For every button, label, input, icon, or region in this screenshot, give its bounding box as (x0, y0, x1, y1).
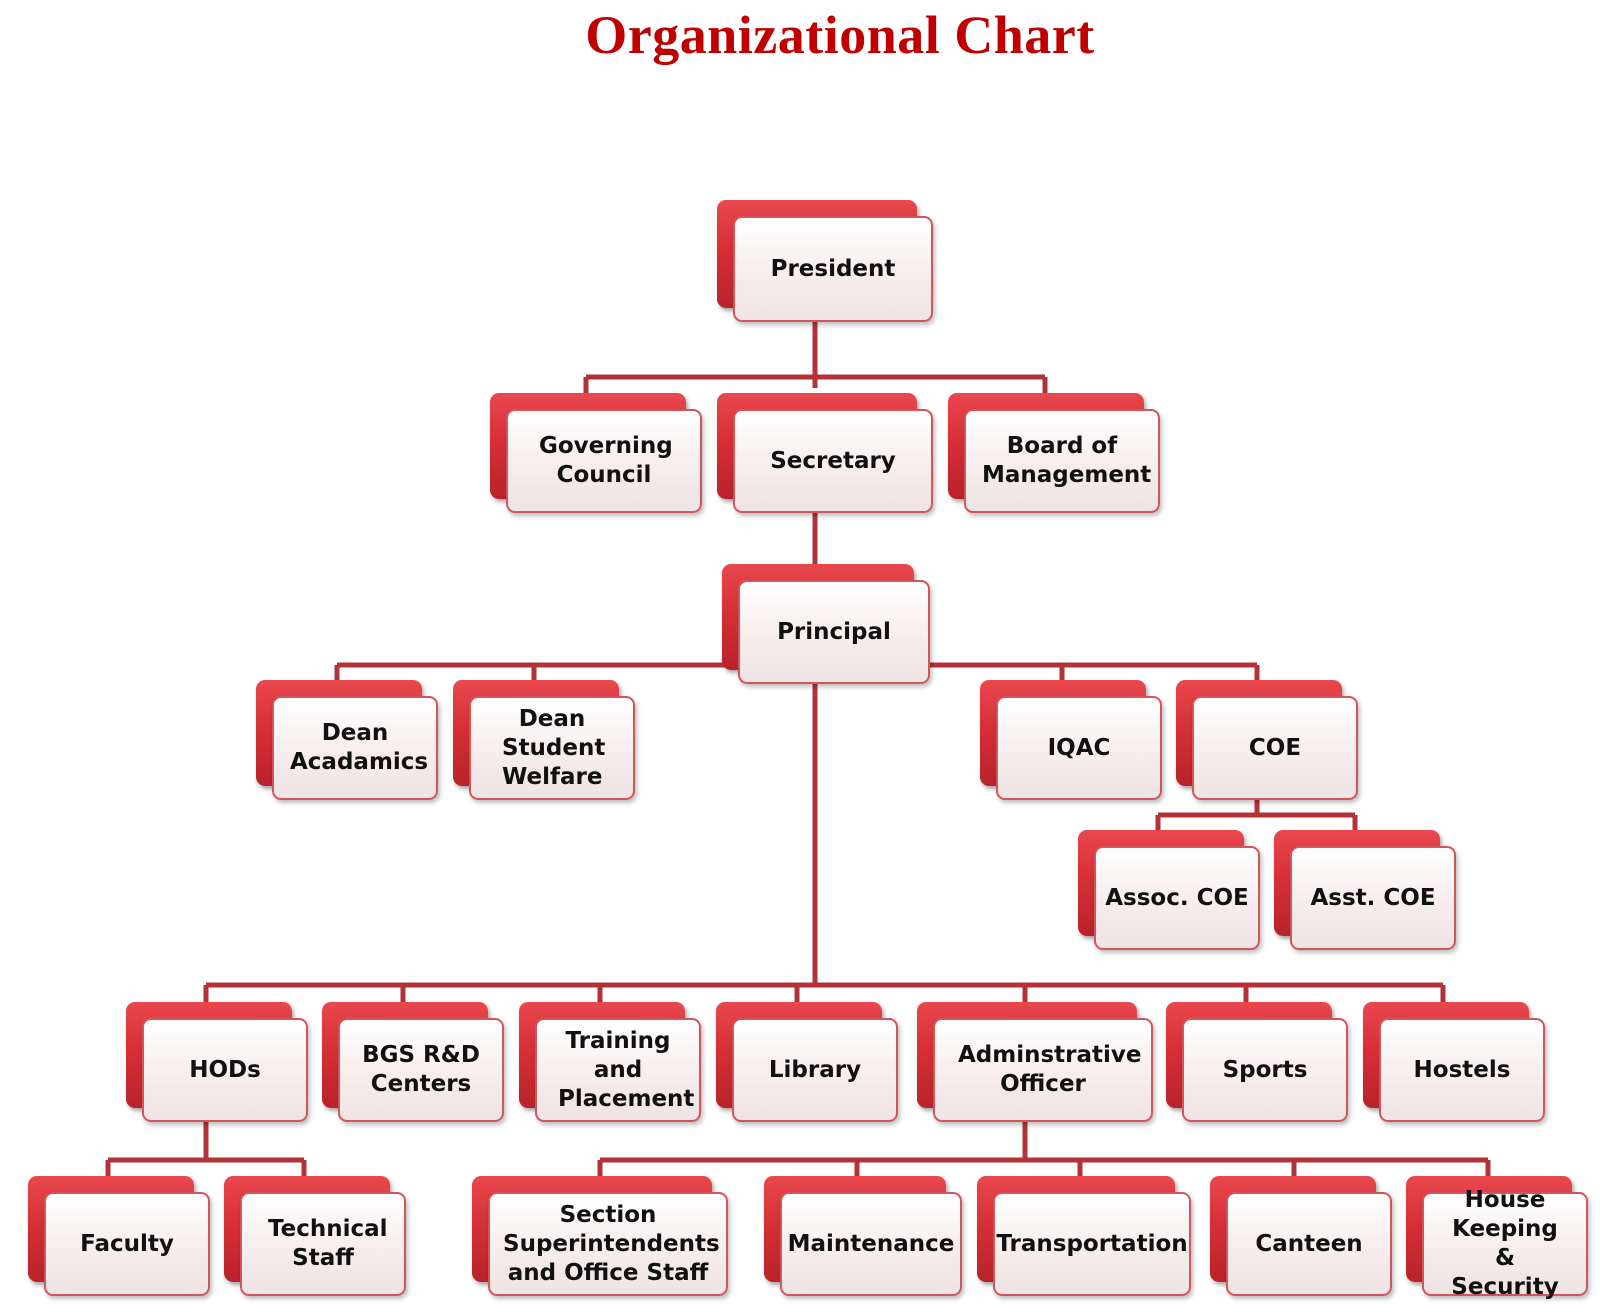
node-label: Maintenance (787, 1230, 955, 1257)
node-label: Board of Management (982, 433, 1152, 488)
node-label: Dean Student Welfare (502, 705, 606, 790)
node-label: Governing Council (539, 433, 673, 488)
node-library: Library (716, 1002, 898, 1122)
node-principal: Principal (722, 564, 930, 684)
node-box: Governing Council (506, 409, 702, 513)
node-box: Faculty (44, 1192, 210, 1296)
node-box: Library (732, 1018, 898, 1122)
node-label: Section Superintendents and Office Staff (503, 1201, 720, 1286)
node-hostels: Hostels (1363, 1002, 1545, 1122)
node-label: IQAC (1047, 734, 1111, 761)
node-box: Secretary (733, 409, 933, 513)
node-label: Assoc. COE (1105, 884, 1249, 911)
node-box: Hostels (1379, 1018, 1545, 1122)
node-label: Training and Placement (558, 1027, 695, 1112)
node-box: HODs (142, 1018, 308, 1122)
node-box: Assoc. COE (1094, 846, 1260, 950)
node-box: Training and Placement (535, 1018, 701, 1122)
node-iqac: IQAC (980, 680, 1162, 800)
node-label: BGS R&D Centers (362, 1042, 480, 1097)
node-label: Faculty (80, 1230, 174, 1257)
node-label: Sports (1222, 1056, 1308, 1083)
node-box: Canteen (1226, 1192, 1392, 1296)
node-asst-coe: Asst. COE (1274, 830, 1456, 950)
node-transportation: Transportation (977, 1176, 1191, 1296)
node-house-keeping-security: House Keeping & Security (1406, 1176, 1588, 1300)
node-label: HODs (189, 1056, 261, 1083)
node-president: President (717, 200, 933, 322)
node-box: BGS R&D Centers (338, 1018, 504, 1122)
page-title: Organizational Chart (585, 5, 1095, 65)
node-canteen: Canteen (1210, 1176, 1392, 1296)
node-label: Canteen (1255, 1230, 1363, 1257)
node-administrative-officer: Adminstrative Officer (917, 1002, 1153, 1122)
node-faculty: Faculty (28, 1176, 210, 1296)
node-section-superintendents: Section Superintendents and Office Staff (472, 1176, 728, 1296)
node-label: Adminstrative Officer (958, 1042, 1142, 1097)
node-label: Secretary (770, 447, 896, 474)
node-coe: COE (1176, 680, 1358, 800)
node-technical-staff: Technical Staff (224, 1176, 406, 1296)
node-governing-council: Governing Council (490, 393, 702, 513)
node-box: Technical Staff (240, 1192, 406, 1296)
node-label: Dean Acadamics (290, 720, 429, 775)
node-label: Transportation (996, 1230, 1188, 1257)
node-label: Technical Staff (268, 1216, 388, 1271)
node-label: COE (1248, 734, 1302, 761)
node-secretary: Secretary (717, 393, 933, 513)
node-box: Dean Student Welfare (469, 696, 635, 800)
node-label: Hostels (1413, 1056, 1511, 1083)
node-box: Principal (738, 580, 930, 684)
node-board-of-management: Board of Management (948, 393, 1160, 513)
node-maintenance: Maintenance (764, 1176, 962, 1296)
node-box: Sports (1182, 1018, 1348, 1122)
node-label: House Keeping & Security (1451, 1187, 1559, 1300)
node-box: President (733, 216, 933, 322)
node-box: Asst. COE (1290, 846, 1456, 950)
node-bgs-rd-centers: BGS R&D Centers (322, 1002, 504, 1122)
node-dean-student-welfare: Dean Student Welfare (453, 680, 635, 800)
node-box: Maintenance (780, 1192, 962, 1296)
node-box: COE (1192, 696, 1358, 800)
node-label: Library (768, 1056, 862, 1083)
node-box: Board of Management (964, 409, 1160, 513)
node-assoc-coe: Assoc. COE (1078, 830, 1260, 950)
node-sports: Sports (1166, 1002, 1348, 1122)
node-dean-academics: Dean Acadamics (256, 680, 438, 800)
node-box: Dean Acadamics (272, 696, 438, 800)
node-box: IQAC (996, 696, 1162, 800)
node-label: Asst. COE (1310, 884, 1436, 911)
node-box: Section Superintendents and Office Staff (488, 1192, 728, 1296)
node-label: President (770, 255, 896, 282)
node-box: Transportation (993, 1192, 1191, 1296)
node-box: House Keeping & Security (1422, 1187, 1588, 1300)
node-hods: HODs (126, 1002, 308, 1122)
node-box: Adminstrative Officer (933, 1018, 1153, 1122)
node-training-placement: Training and Placement (519, 1002, 701, 1122)
node-label: Principal (777, 618, 891, 645)
